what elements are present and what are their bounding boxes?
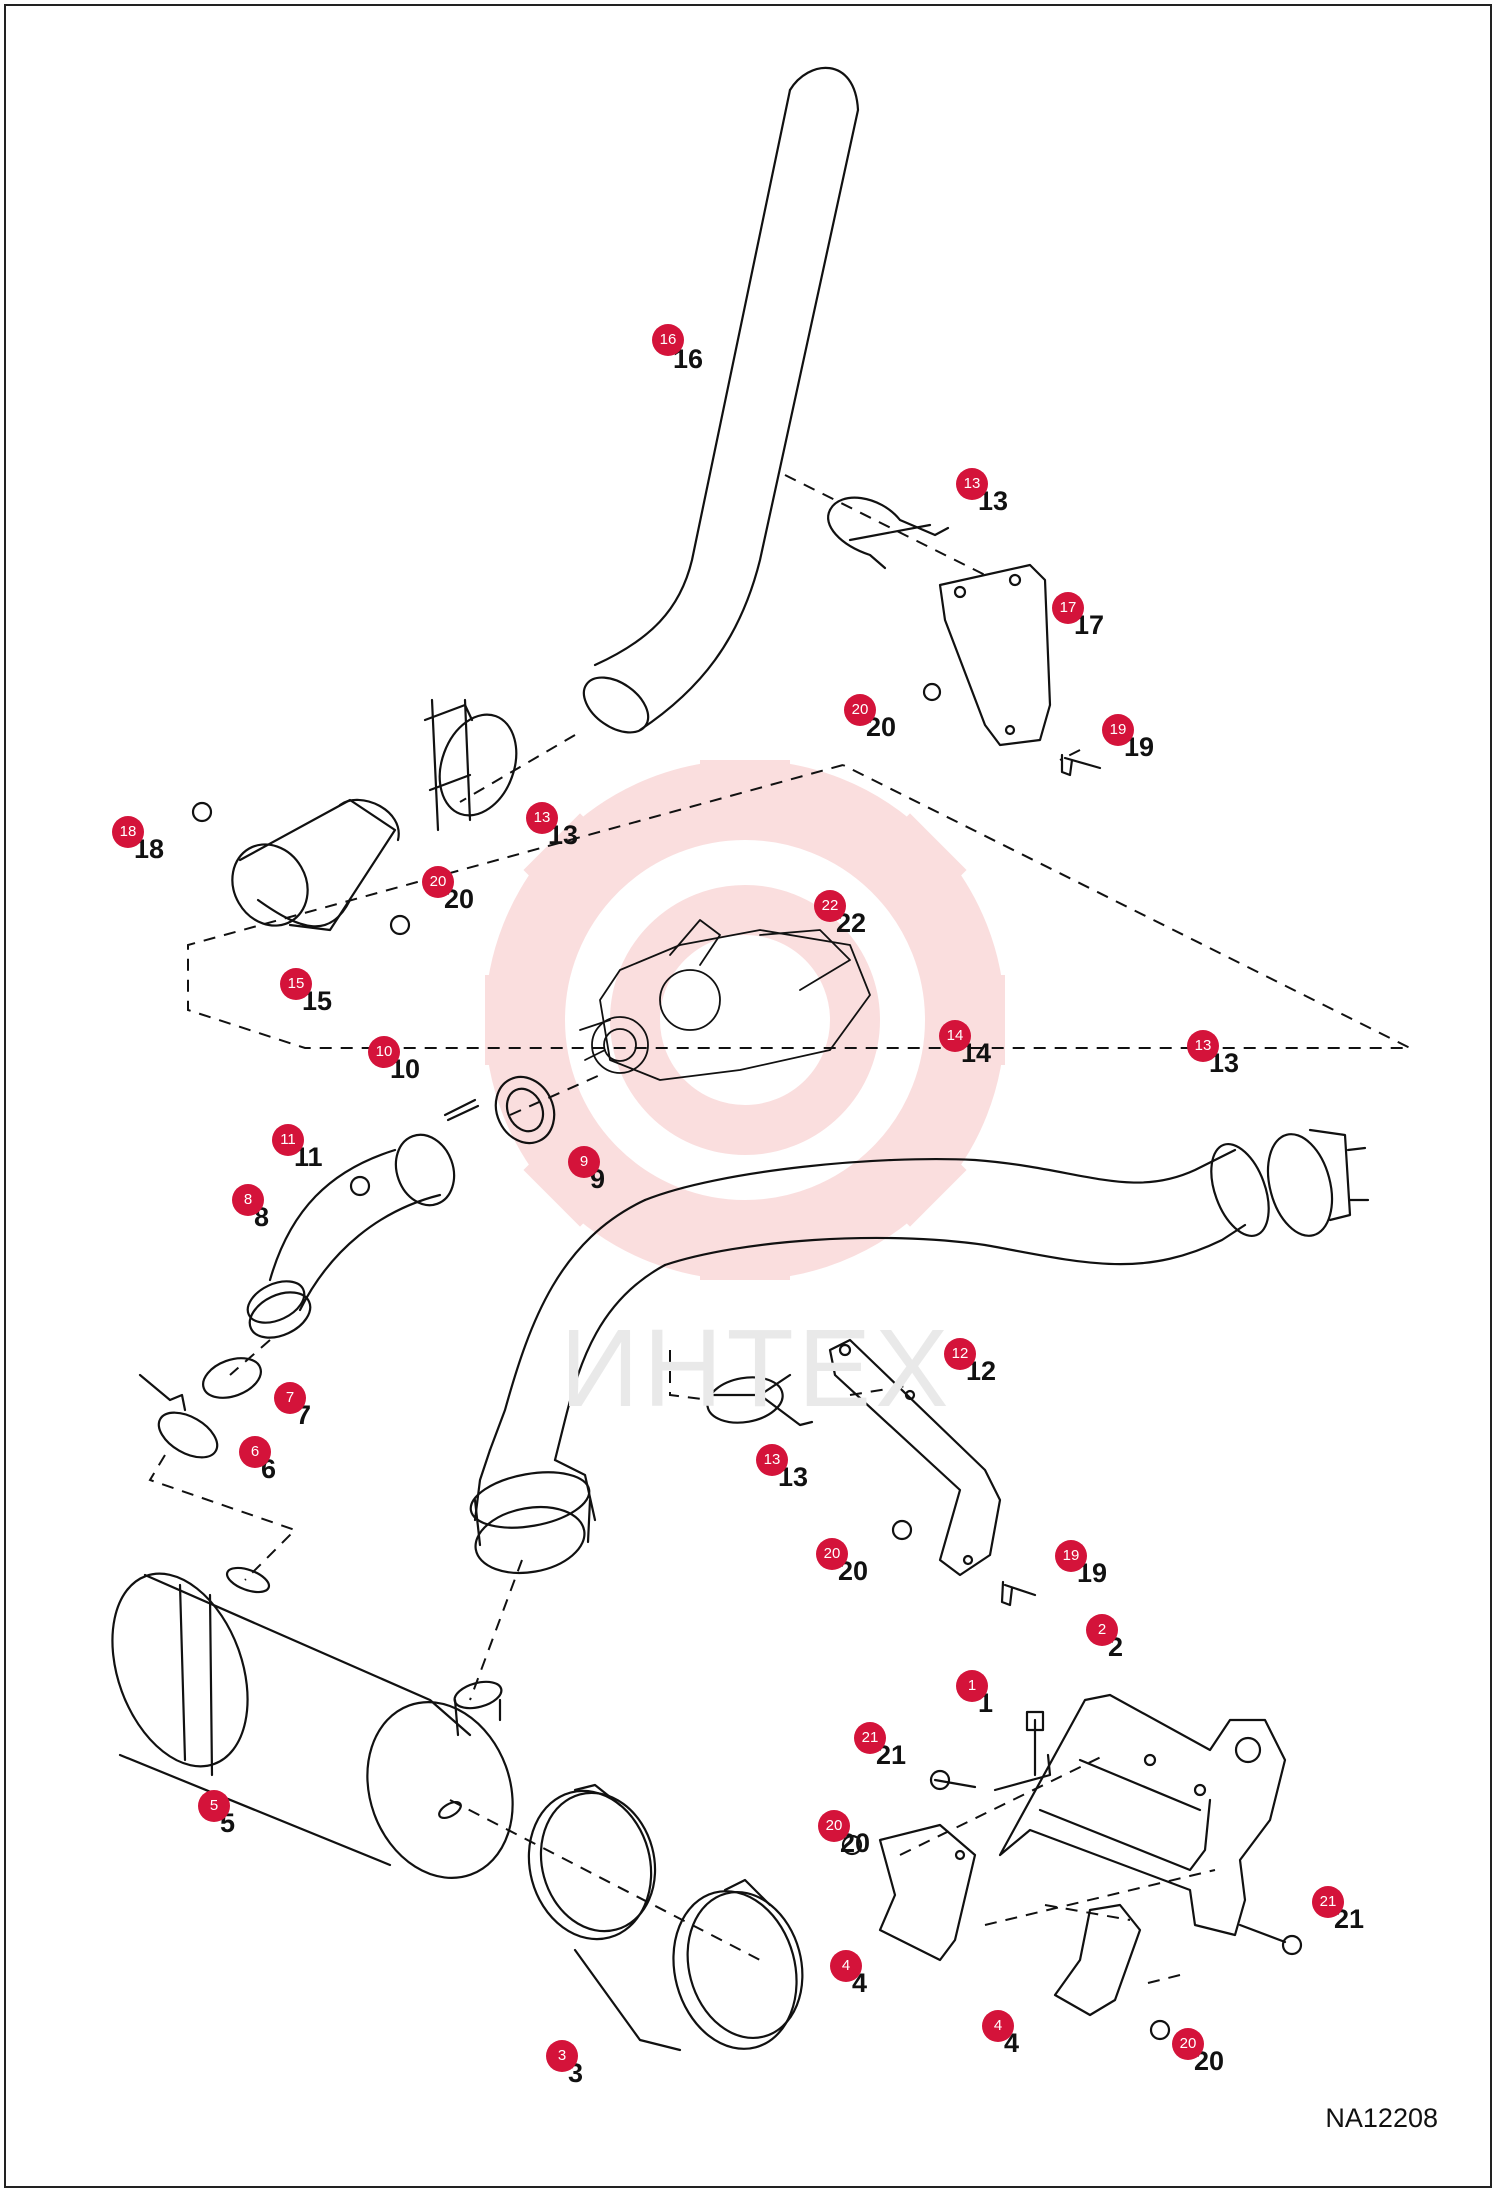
callout-9[interactable]: 9 [568, 1146, 600, 1178]
nut-20-mid [389, 914, 411, 936]
nut-20-shield-b [1149, 2019, 1171, 2041]
assembly-dashed-lines [148, 474, 1411, 1986]
callout-13[interactable]: 13 [526, 802, 558, 834]
u-bolt-clamp-13-top [827, 496, 950, 570]
callout-18[interactable]: 18 [112, 816, 144, 848]
watermark-gear [485, 760, 1005, 1280]
elbow-pipe-8 [246, 1133, 456, 1339]
tailpipe-16 [582, 66, 860, 734]
callout-10[interactable]: 10 [368, 1036, 400, 1068]
callout-21[interactable]: 21 [1312, 1886, 1344, 1918]
callout-3[interactable]: 3 [546, 2040, 578, 2072]
bolt-1-head [1025, 1710, 1045, 1732]
stud-10 [443, 1098, 480, 1122]
callout-2[interactable]: 2 [1086, 1614, 1118, 1646]
callout-17[interactable]: 17 [1052, 592, 1084, 624]
diagram-frame [4, 4, 1492, 2188]
callout-11[interactable]: 11 [272, 1124, 304, 1156]
bolt-19-lower [1000, 1580, 1037, 1607]
exhaust-pipe-14 [469, 1142, 1270, 1575]
callout-12[interactable]: 12 [944, 1338, 976, 1370]
bracket-17 [938, 563, 1052, 747]
bolt-18 [191, 801, 213, 823]
callout-4[interactable]: 4 [982, 2010, 1014, 2042]
callout-21[interactable]: 21 [854, 1722, 886, 1754]
turbo-assembly-22 [579, 919, 871, 1081]
callout-7[interactable]: 7 [274, 1382, 306, 1414]
callout-13[interactable]: 13 [756, 1444, 788, 1476]
bolt-21-left [933, 1778, 977, 1789]
nut-11 [349, 1175, 371, 1197]
clamp-sensor-6 [138, 1373, 219, 1459]
ring-gasket-7 [202, 1357, 262, 1399]
leader-3 [573, 1948, 682, 2052]
callout-20[interactable]: 20 [1172, 2028, 1204, 2060]
callout-14[interactable]: 14 [939, 1020, 971, 1052]
callout-20[interactable]: 20 [818, 1810, 850, 1842]
u-bolt-clamp-13-mid [423, 698, 518, 832]
band-clamp-3b [672, 1878, 804, 2050]
bolt-19-top [1060, 753, 1102, 777]
mounting-bracket-2 [993, 1693, 1287, 1937]
heat-shield-4b [1053, 1903, 1142, 2017]
callout-13[interactable]: 13 [1187, 1030, 1219, 1062]
bracket-12 [828, 1338, 1002, 1577]
callout-5[interactable]: 5 [198, 1790, 230, 1822]
bolt-21-left-head [929, 1769, 951, 1791]
bolt-21-right [1238, 1923, 1287, 1944]
callout-13[interactable]: 13 [956, 468, 988, 500]
callout-16[interactable]: 16 [652, 324, 684, 356]
band-clamp-3a [527, 1783, 657, 1941]
callout-8[interactable]: 8 [232, 1184, 264, 1216]
watermark-text: ИНТЕХ [560, 1307, 953, 1430]
nut-20-shield-a [841, 1834, 863, 1856]
elbow-pipe-15 [231, 798, 400, 932]
nut-20-top [922, 682, 942, 702]
callout-20[interactable]: 20 [816, 1538, 848, 1570]
callout-20[interactable]: 20 [844, 694, 876, 726]
muffler-5 [111, 1566, 514, 1879]
bolt-21-right-head [1281, 1934, 1303, 1956]
callout-4[interactable]: 4 [830, 1950, 862, 1982]
gasket-9 [494, 1075, 556, 1145]
u-bolt-clamp-13-right [1266, 1128, 1370, 1237]
callout-15[interactable]: 15 [280, 968, 312, 1000]
u-bolt-clamp-13-low [706, 1373, 814, 1427]
callout-22[interactable]: 22 [814, 890, 846, 922]
nut-20-lower [891, 1519, 913, 1541]
callout-6[interactable]: 6 [239, 1436, 271, 1468]
callout-1[interactable]: 1 [956, 1670, 988, 1702]
callout-20[interactable]: 20 [422, 866, 454, 898]
callout-19[interactable]: 19 [1055, 1540, 1087, 1572]
heat-shield-4a [878, 1823, 977, 1962]
figure-id: NA12208 [1325, 2103, 1438, 2133]
callout-19[interactable]: 19 [1102, 714, 1134, 746]
